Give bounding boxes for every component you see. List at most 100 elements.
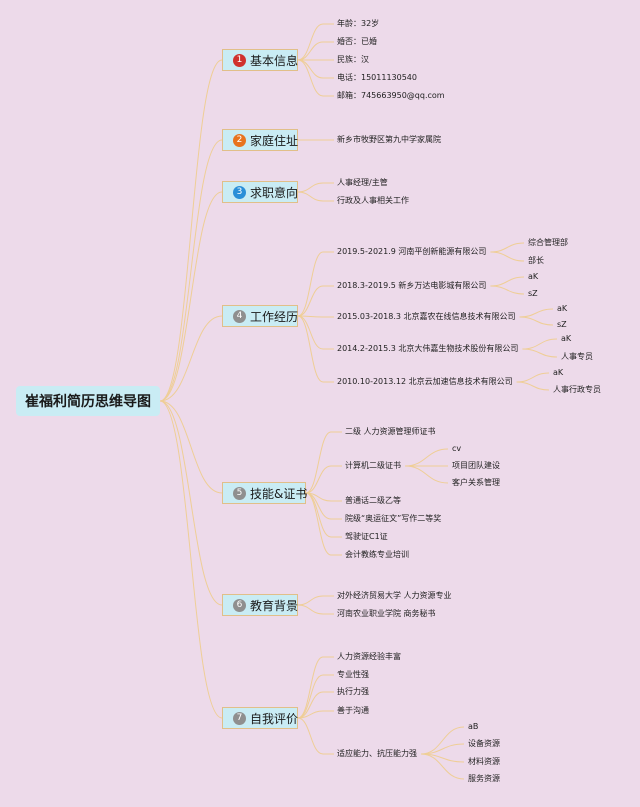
leaf-item[interactable]: 2015.03-2018.3 北京嘉农在线信息技术有限公司	[337, 312, 516, 321]
connector-line	[297, 285, 324, 317]
connector-line	[297, 710, 324, 719]
number-badge: 6	[233, 598, 246, 612]
leaf-item[interactable]: 邮箱：745663950@qq.com	[337, 91, 445, 100]
sub-leaf-item[interactable]: cv	[452, 444, 462, 453]
connector-line	[519, 316, 554, 326]
connector-line	[297, 251, 324, 317]
connector-line	[420, 753, 465, 780]
leaf-item[interactable]: 计算机二级证书	[345, 461, 401, 470]
connector-line	[159, 139, 223, 402]
leaf-item[interactable]: 会计教练专业培训	[345, 550, 409, 559]
connector-line	[297, 191, 324, 202]
connector-line	[490, 276, 525, 287]
leaf-item[interactable]: 新乡市牧野区第九中学家属院	[337, 135, 441, 144]
sub-leaf-item[interactable]: 客户关系管理	[452, 478, 500, 487]
branch-label: 自我评价	[250, 711, 299, 726]
branch-self-evaluation[interactable]: 7 自我评价	[222, 707, 298, 729]
connector-line	[297, 656, 324, 719]
branch-basic-info[interactable]: 1 基本信息	[222, 49, 298, 71]
sub-leaf-item[interactable]: aK	[557, 304, 568, 313]
branch-job-intention[interactable]: 3 求职意向	[222, 181, 298, 203]
leaf-item[interactable]: 2014.2-2015.3 北京大伟嘉生物技术股份有限公司	[337, 344, 519, 353]
connector-line	[404, 465, 449, 484]
leaf-item[interactable]: 对外经济贸易大学 人力资源专业	[337, 591, 452, 600]
number-badge: 5	[233, 486, 246, 500]
number-badge: 2	[233, 133, 246, 147]
leaf-item[interactable]: 普通话二级乙等	[345, 496, 401, 505]
sub-leaf-item[interactable]: 材料资源	[468, 757, 500, 766]
leaf-item[interactable]: 婚否：已婚	[337, 37, 377, 46]
sub-leaf-item[interactable]: aB	[468, 722, 479, 731]
connector-line	[159, 59, 223, 402]
leaf-item[interactable]: 民族：汉	[337, 55, 369, 64]
sub-leaf-item[interactable]: 人事专员	[561, 352, 593, 361]
connector-line	[297, 59, 324, 79]
root-label: 崔福利简历思维导图	[25, 394, 151, 410]
sub-leaf-item[interactable]: aK	[553, 368, 564, 377]
branch-label: 教育背景	[250, 598, 299, 613]
branch-work-experience[interactable]: 4 工作经历	[222, 305, 298, 327]
number-badge: 1	[233, 53, 246, 67]
connector-line	[297, 41, 324, 61]
sub-leaf-item[interactable]: 设备资源	[468, 739, 500, 748]
connector-line	[159, 315, 223, 402]
branch-home-address[interactable]: 2 家庭住址	[222, 129, 298, 151]
connector-line	[297, 182, 324, 193]
branch-skills-certificates[interactable]: 5 技能&证书	[222, 482, 308, 504]
leaf-item[interactable]: 河南农业职业学院 商务秘书	[337, 609, 436, 618]
leaf-item[interactable]: 善于沟通	[337, 706, 369, 715]
connector-line	[305, 492, 332, 556]
sub-leaf-item[interactable]: 人事行政专员	[553, 385, 601, 394]
sub-leaf-item[interactable]: aK	[528, 272, 539, 281]
connector-line	[297, 315, 324, 350]
sub-leaf-item[interactable]: 项目团队建设	[452, 461, 500, 470]
connector-line	[516, 381, 550, 391]
sub-leaf-item[interactable]: 服务资源	[468, 774, 500, 783]
sub-leaf-item[interactable]: sZ	[528, 289, 538, 298]
leaf-item[interactable]: 电话：15011130540	[337, 73, 417, 82]
branch-label: 基本信息	[250, 53, 299, 68]
leaf-item[interactable]: 2019.5-2021.9 河南平创新能源有限公司	[337, 247, 487, 256]
leaf-item[interactable]: 院级“奥运征文”写作二等奖	[345, 514, 442, 523]
connector-line	[297, 315, 324, 383]
leaf-item[interactable]: 二级 人力资源管理师证书	[345, 427, 436, 436]
connector-line	[297, 23, 324, 61]
connector-line	[159, 191, 223, 402]
branch-label: 技能&证书	[250, 486, 308, 501]
connector-line	[305, 492, 332, 538]
connector-line	[297, 604, 324, 615]
leaf-item[interactable]: 人力资源经验丰富	[337, 652, 401, 661]
number-badge: 4	[233, 309, 246, 323]
leaf-item[interactable]: 2018.3-2019.5 新乡万达电影城有限公司	[337, 281, 487, 290]
connector-line	[159, 400, 223, 719]
connector-line	[404, 448, 449, 467]
leaf-item[interactable]: 年龄：32岁	[337, 19, 380, 28]
leaf-item[interactable]: 行政及人事相关工作	[337, 196, 409, 205]
connector-line	[420, 743, 465, 755]
sub-leaf-item[interactable]: sZ	[557, 320, 567, 329]
connector-line	[159, 400, 223, 494]
leaf-item[interactable]: 2010.10-2013.12 北京云加速信息技术有限公司	[337, 377, 513, 386]
leaf-item[interactable]: 专业性强	[337, 670, 369, 679]
sub-leaf-item[interactable]: 部长	[528, 256, 544, 265]
leaf-item[interactable]: 执行力强	[337, 687, 369, 696]
connector-line	[297, 717, 324, 755]
branch-label: 求职意向	[250, 185, 299, 200]
connector-line	[297, 595, 324, 606]
root-node[interactable]: 崔福利简历思维导图	[16, 386, 160, 416]
leaf-item[interactable]: 人事经理/主管	[337, 178, 388, 187]
sub-leaf-item[interactable]: 综合管理部	[528, 238, 568, 247]
branch-education[interactable]: 6 教育背景	[222, 594, 298, 616]
connector-line	[516, 372, 550, 383]
connector-line	[420, 726, 465, 755]
branch-label: 家庭住址	[250, 133, 299, 148]
connector-line	[305, 431, 332, 494]
leaf-item[interactable]: 适应能力、抗压能力强	[337, 749, 417, 758]
sub-leaf-item[interactable]: aK	[561, 334, 572, 343]
number-badge: 7	[233, 711, 246, 725]
leaf-item[interactable]: 驾驶证C1证	[345, 532, 388, 541]
connector-line	[297, 315, 324, 318]
connector-line	[490, 251, 525, 262]
connector-line	[490, 285, 525, 295]
